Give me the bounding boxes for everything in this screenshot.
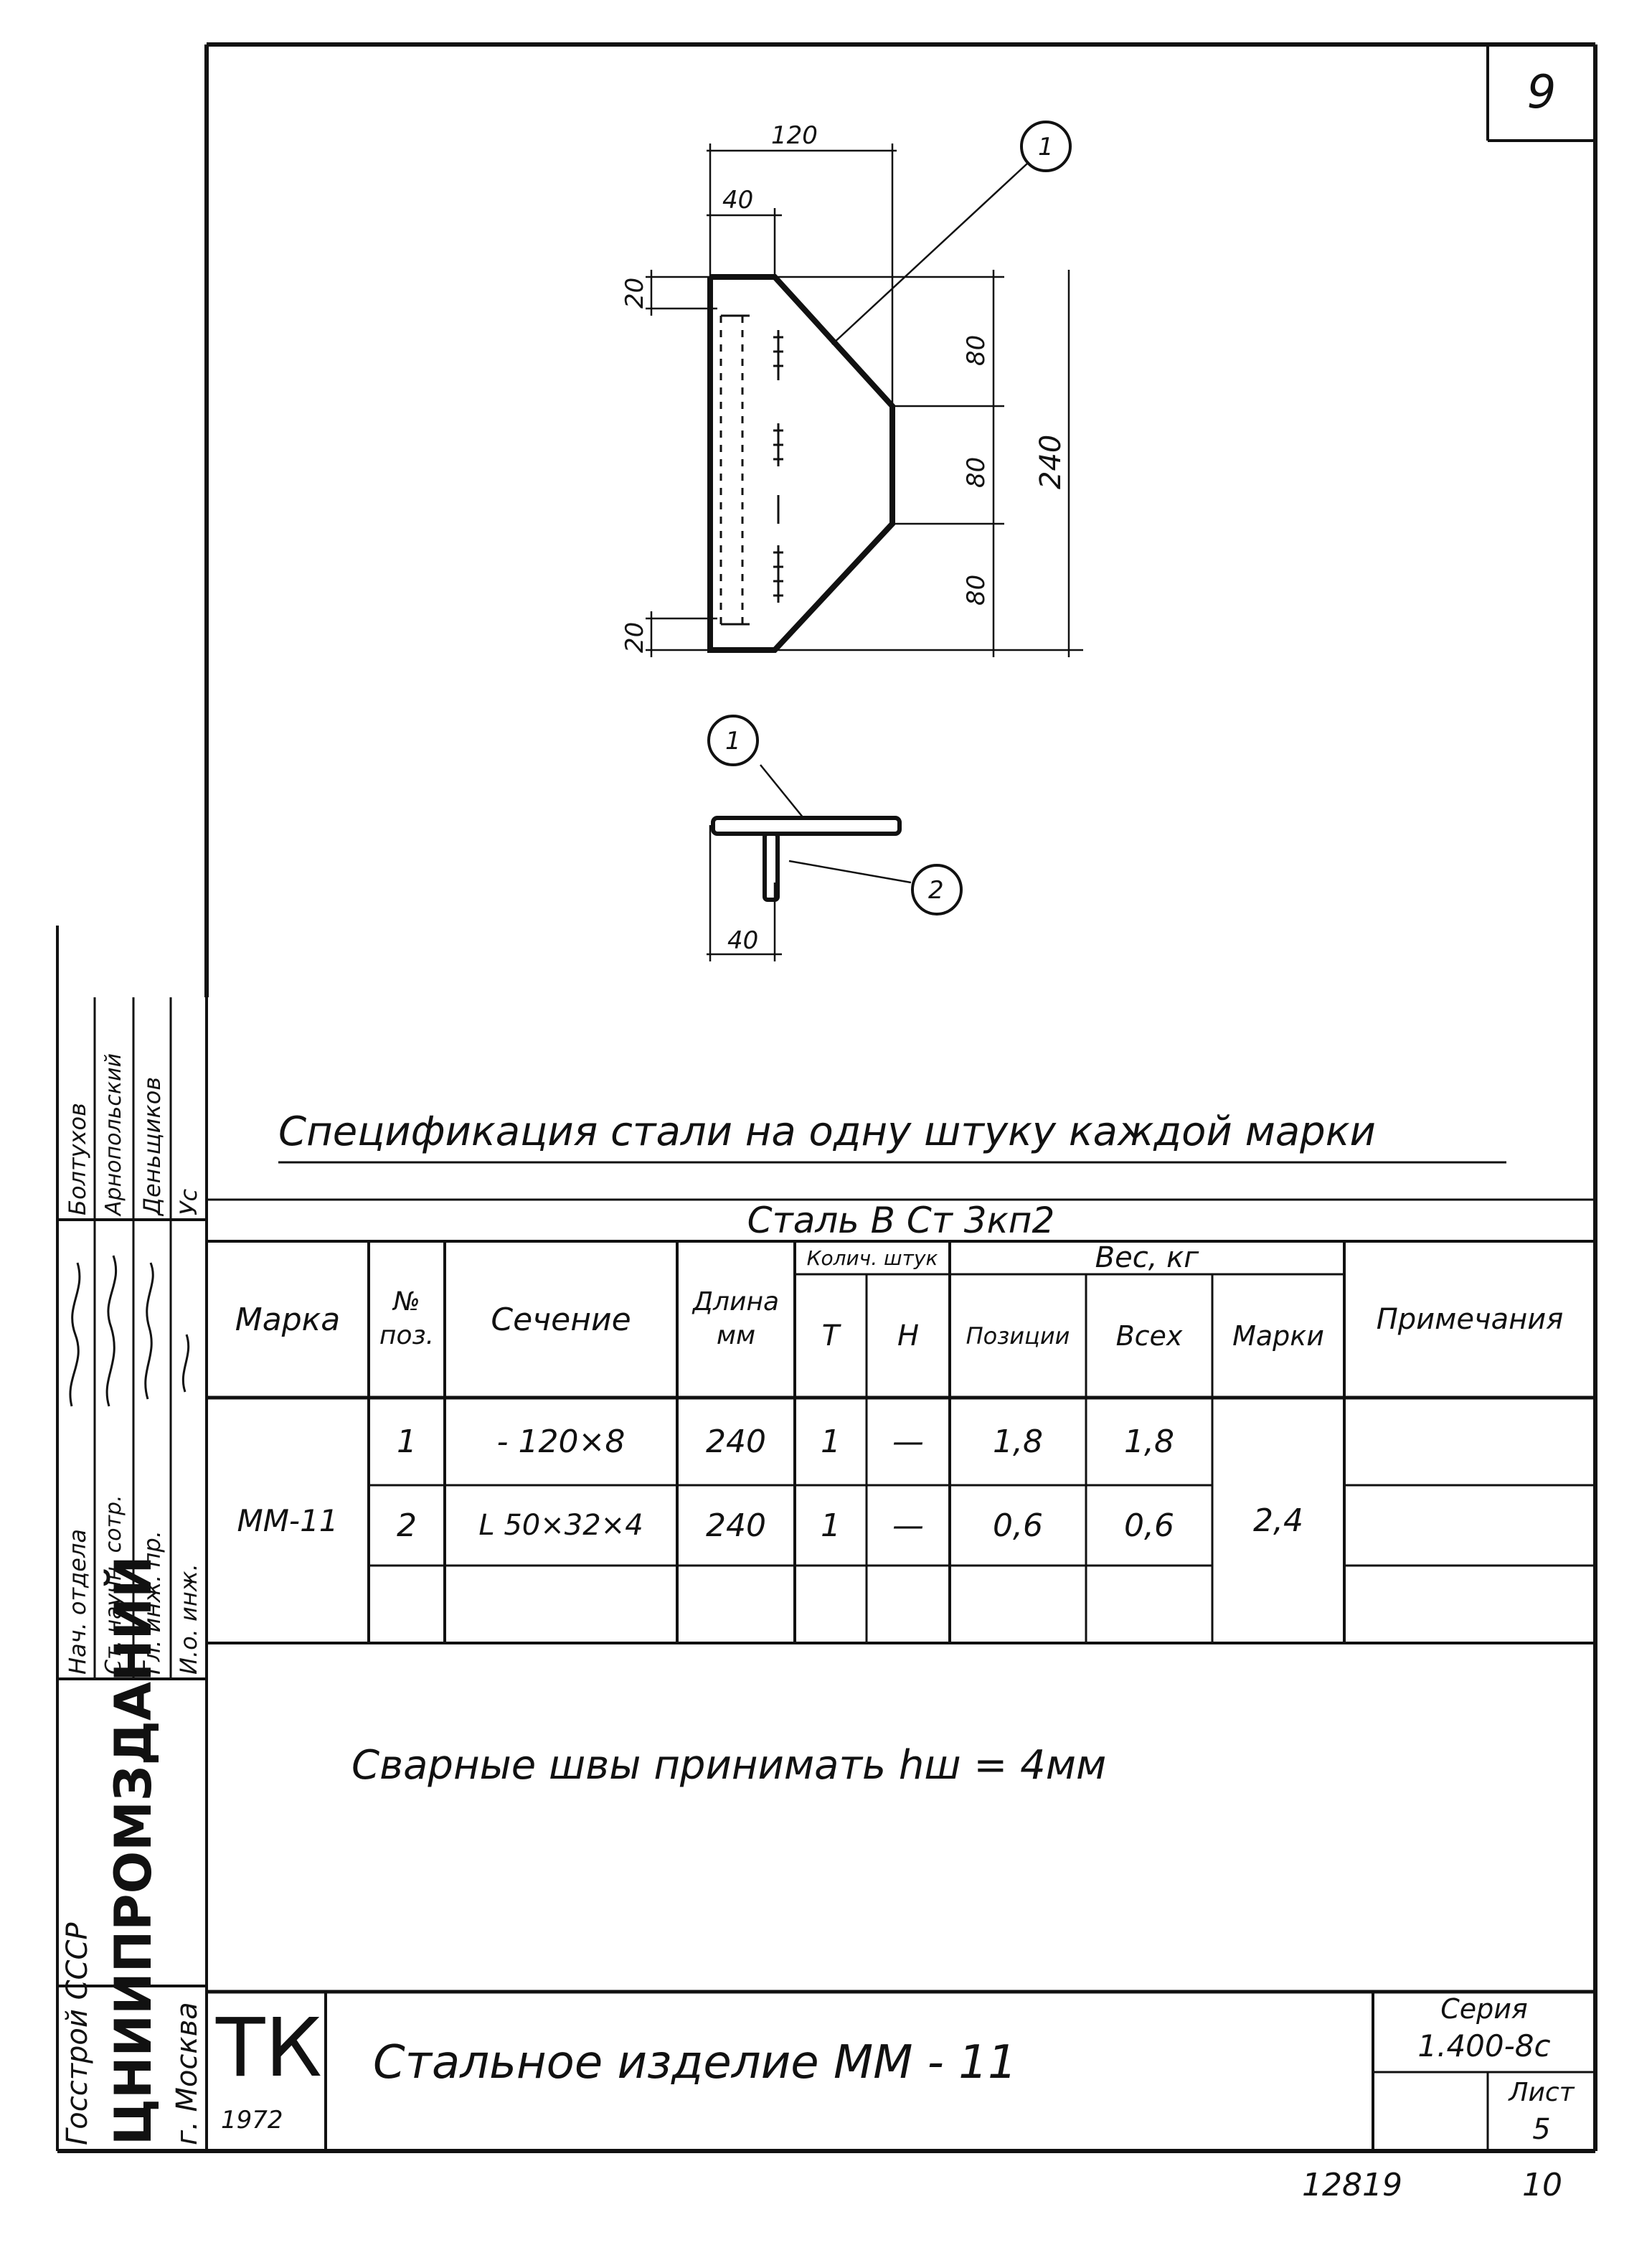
row2-section: L 50×32×4 xyxy=(478,1509,643,1542)
row1-section: - 120×8 xyxy=(496,1423,626,1460)
dim-20-top: 20 xyxy=(620,278,649,309)
row2-pos: 2 xyxy=(397,1507,417,1544)
weld-note: Сварные швы принимать hш = 4мм xyxy=(351,1741,1107,1789)
dim-80-a: 80 xyxy=(962,335,991,366)
row2-qty-t: 1 xyxy=(821,1507,841,1544)
row1-pos: 1 xyxy=(397,1423,417,1460)
header-weight-all: Всех xyxy=(1115,1320,1183,1352)
header-qty-group: Колич. штук xyxy=(806,1246,938,1270)
dim-40-top: 40 xyxy=(722,186,753,215)
row1-weight-pos: 1,8 xyxy=(993,1423,1043,1460)
dimension-lines xyxy=(646,143,1083,961)
side-org-line2: ЦНИИПРОМЗДАНИЙ xyxy=(104,1556,163,2145)
header-weight-group: Вес, кг xyxy=(1095,1241,1199,1274)
dim-80-b: 80 xyxy=(962,457,991,488)
section-view xyxy=(711,816,902,902)
row1-length: 240 xyxy=(706,1423,766,1460)
stamp-title: Стальное изделие ММ - 11 xyxy=(373,2036,1017,2089)
dimension-texts: 120 40 20 20 80 80 80 240 40 1 1 2 xyxy=(620,121,1067,955)
weld-marks xyxy=(773,330,783,603)
header-weight-mark: Марки xyxy=(1232,1320,1324,1352)
callout-2-section: 2 xyxy=(928,876,944,905)
side-surname-1: Болтухов xyxy=(64,1103,91,1215)
dim-240: 240 xyxy=(1034,435,1067,489)
header-marka: Марка xyxy=(235,1301,341,1338)
side-surname-2: Арнопольский xyxy=(101,1053,126,1215)
side-surname-4: Ус xyxy=(175,1188,202,1215)
dim-80-c: 80 xyxy=(962,575,991,606)
stamp-series-label: Серия xyxy=(1440,1993,1528,2025)
cell-marka: ММ-11 xyxy=(237,1502,339,1538)
side-surname-3: Деньщиков xyxy=(138,1076,166,1215)
signature-scribbles xyxy=(69,1255,190,1407)
footer-left-number: 12819 xyxy=(1302,2166,1402,2203)
header-section: Сечение xyxy=(491,1301,631,1338)
stamp-sheet-value: 5 xyxy=(1532,2113,1551,2146)
header-qty-n: Н xyxy=(897,1319,920,1352)
side-org-line3: г. Москва xyxy=(171,2002,204,2145)
sheet-corner-number: 9 xyxy=(1526,66,1557,119)
callout-1-plan: 1 xyxy=(1038,133,1054,161)
spec-title: Спецификация стали на одну штуку каждой … xyxy=(278,1108,1376,1155)
cell-mark-weight: 2,4 xyxy=(1253,1502,1303,1539)
dim-120: 120 xyxy=(771,121,818,150)
stamp-year: 1972 xyxy=(221,2106,283,2135)
row1-qty-t: 1 xyxy=(821,1423,841,1460)
callout-1-section: 1 xyxy=(725,727,741,756)
row1-weight-all: 1,8 xyxy=(1124,1423,1174,1460)
header-length: Длина мм xyxy=(692,1287,780,1350)
row2-length: 240 xyxy=(706,1507,766,1544)
steel-grade: Сталь В Ст 3кп2 xyxy=(747,1200,1055,1241)
row2-weight-pos: 0,6 xyxy=(993,1507,1043,1544)
row2-qty-n: — xyxy=(892,1507,924,1544)
stamp-tk: ТК xyxy=(216,2002,322,2095)
callout-circles xyxy=(707,121,1072,916)
header-weight-pos: Позиции xyxy=(966,1322,1070,1350)
stamp-sheet-label: Лист xyxy=(1509,2077,1575,2107)
dim-20-bottom: 20 xyxy=(620,622,649,653)
row1-qty-n: — xyxy=(892,1423,924,1460)
footer-right-number: 10 xyxy=(1522,2166,1562,2203)
dim-40-section: 40 xyxy=(727,926,758,955)
header-qty-t: Т xyxy=(821,1319,840,1352)
header-notes: Примечания xyxy=(1376,1303,1564,1336)
header-pos: № поз. xyxy=(379,1287,435,1350)
stamp-series-value: 1.400-8с xyxy=(1417,2028,1551,2063)
plate-outline xyxy=(707,274,895,653)
side-org-line1: Госстрой СССР xyxy=(61,1922,94,2145)
row2-weight-all: 0,6 xyxy=(1124,1507,1174,1544)
